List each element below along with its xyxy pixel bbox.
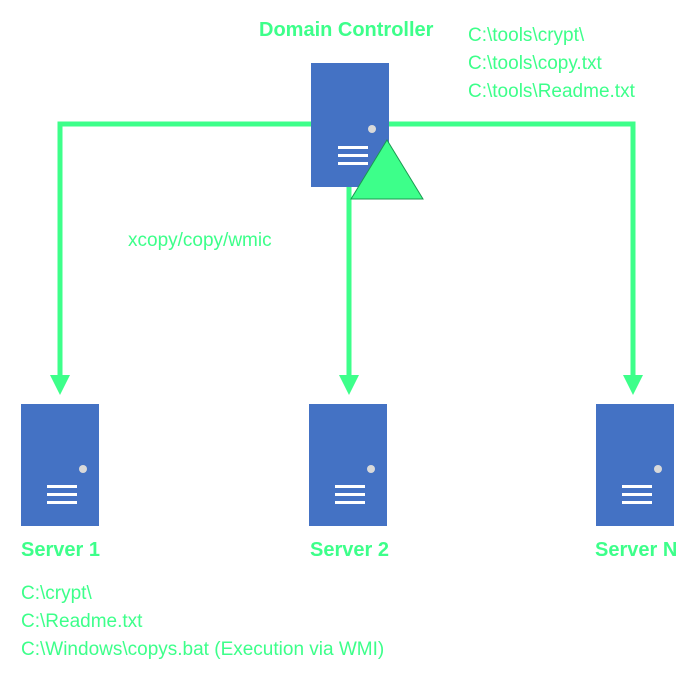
server-n-icon — [596, 404, 674, 526]
server-1-label: Server 1 — [21, 539, 100, 561]
server-n-label: Server N — [595, 539, 678, 561]
arrow-to-server-1 — [50, 121, 311, 395]
domain-controller-file-list: C:\tools\crypt\ C:\tools\copy.txt C:\too… — [468, 26, 635, 110]
domain-controller-label: Domain Controller — [259, 19, 434, 41]
server-1-file-path: C:\Readme.txt — [21, 611, 143, 632]
transfer-method-label: xcopy/copy/wmic — [128, 230, 272, 251]
triangle-icon — [350, 139, 424, 200]
server-1-icon — [21, 404, 99, 526]
dc-file-path: C:\tools\Readme.txt — [468, 81, 635, 102]
connector-lines — [50, 121, 643, 395]
server-1-file-path: C:\Windows\copys.bat (Execution via WMI) — [21, 639, 385, 660]
dc-file-path: C:\tools\copy.txt — [468, 53, 602, 74]
server-2-label: Server 2 — [310, 539, 389, 561]
dc-file-path: C:\tools\crypt\ — [468, 25, 585, 46]
arrow-to-server-n — [389, 121, 643, 395]
server-2-icon — [309, 404, 387, 526]
server-1-file-path: C:\crypt\ — [21, 583, 92, 604]
server-1-file-list: C:\crypt\ C:\Readme.txt C:\Windows\copys… — [21, 584, 384, 668]
